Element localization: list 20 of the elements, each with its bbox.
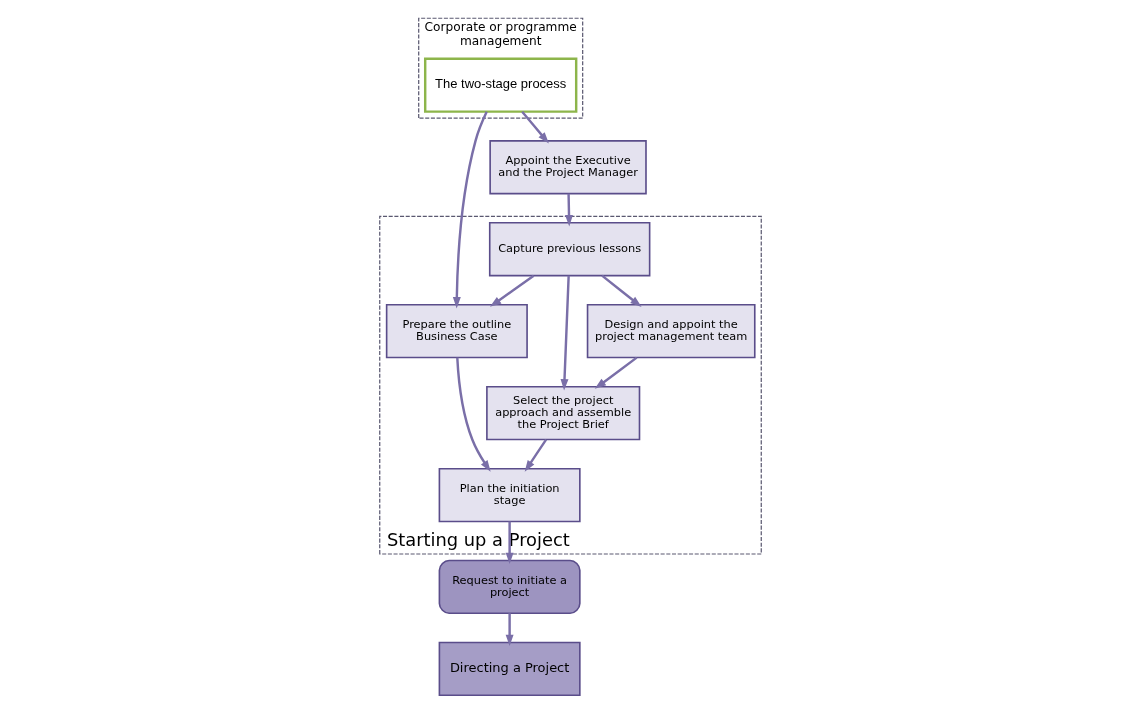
arrow [505, 521, 514, 565]
node-box: Request to initiate a project [438, 559, 581, 615]
arrow [594, 356, 638, 389]
node-box: Plan the initiation stage [438, 467, 581, 523]
arrow [505, 613, 514, 647]
arrow [565, 193, 573, 227]
arrow [489, 274, 535, 307]
arrow [524, 438, 548, 472]
arrow [452, 111, 488, 309]
node-box: Capture previous lessons [488, 222, 651, 277]
node-box: Prepare the outline Business Case [385, 304, 528, 359]
node-box: Appoint the Executive and the Project Manager [489, 140, 647, 195]
arrow [521, 110, 549, 144]
node-box: The two-stage process [423, 57, 578, 113]
arrow [456, 357, 491, 472]
node-box: Select the project approach and assemble the Project Brief [486, 385, 641, 441]
node-box: Directing a Project [438, 641, 581, 697]
node-box: Design and appoint the project management team [586, 304, 756, 359]
arrow [560, 275, 570, 391]
arrow [601, 274, 642, 307]
